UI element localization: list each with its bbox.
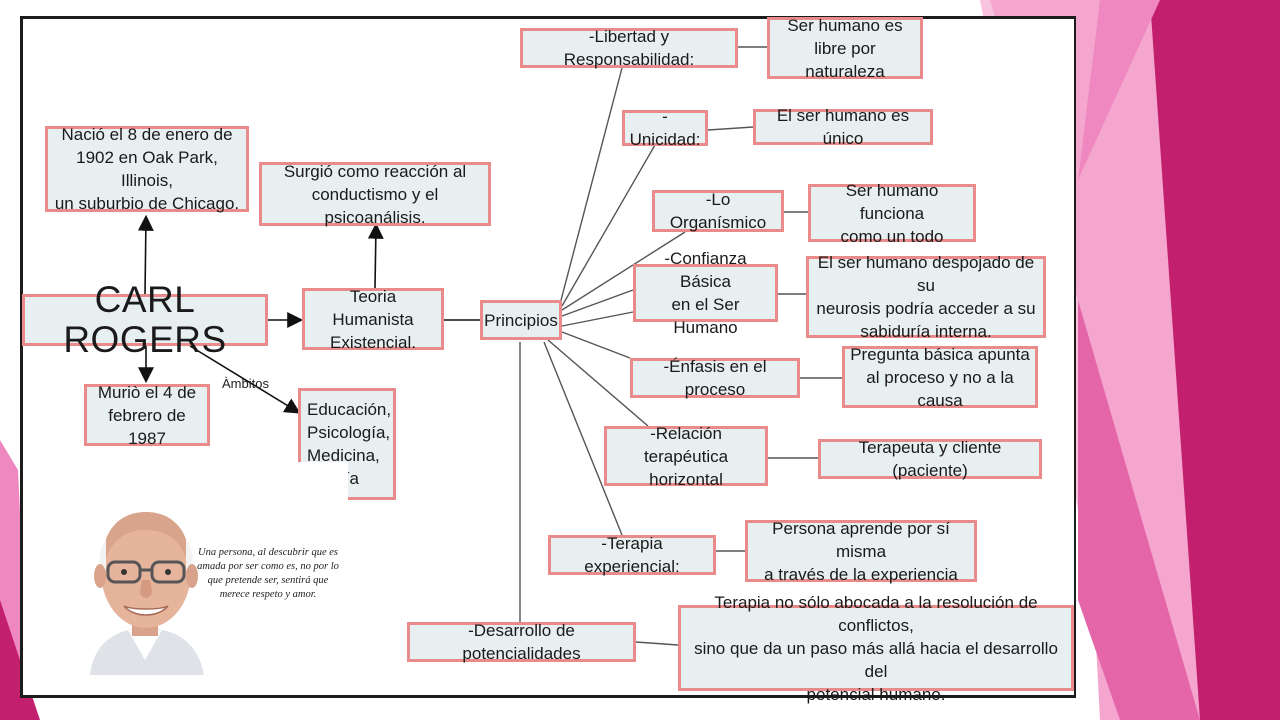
- desc-desarrollo: Terapia no sólo abocada a la resolución …: [678, 593, 1074, 704]
- birth-info-box: Nació el 8 de enero de 1902 en Oak Park,…: [45, 125, 249, 213]
- desc-relacion: Terapeuta y cliente (paciente): [818, 438, 1042, 480]
- desc-organismico: Ser humano funciona como un todo: [808, 181, 976, 246]
- principle-terapia-experiencial: -Terapia experiencial:: [548, 534, 716, 576]
- principle-relacion: -Relación terapéutica horizontal: [604, 424, 768, 489]
- ambitos-label: Àmbitos: [222, 376, 269, 391]
- desc-terapia-experiencial: Persona aprende por sí misma a través de…: [745, 519, 977, 584]
- principle-libertad: -Libertad y Responsabilidad:: [520, 27, 738, 69]
- desc-confianza: El ser humano despojado de su neurosis p…: [806, 253, 1046, 341]
- principle-enfasis: -Énfasis en el proceso: [630, 357, 800, 399]
- desc-libertad: Ser humano es libre por naturaleza: [767, 16, 923, 81]
- principle-confianza: -Confianza Básica en el Ser Humano: [633, 249, 778, 337]
- reaction-box: Surgió como reacción al conductismo y el…: [259, 162, 491, 227]
- theory-box: Teoria Humanista Existencial.: [302, 287, 444, 352]
- image-crop-patch: [296, 462, 348, 504]
- principle-unicidad: -Unicidad:: [622, 107, 708, 149]
- carl-rogers-title: CARL ROGERS: [22, 280, 268, 360]
- desc-unicidad: El ser humano es único: [753, 106, 933, 148]
- principle-organismico: -Lo Organísmico: [652, 190, 784, 232]
- principios-box: Principios: [480, 300, 562, 340]
- death-info-box: Muriò el 4 de febrero de 1987: [84, 383, 210, 448]
- principle-desarrollo: -Desarrollo de potencialidades: [407, 621, 636, 663]
- desc-enfasis: Pregunta básica apunta al proceso y no a…: [842, 345, 1038, 410]
- carl-rogers-portrait: [90, 512, 204, 675]
- rogers-quote: Una persona, al descubrir que es amada p…: [197, 547, 339, 600]
